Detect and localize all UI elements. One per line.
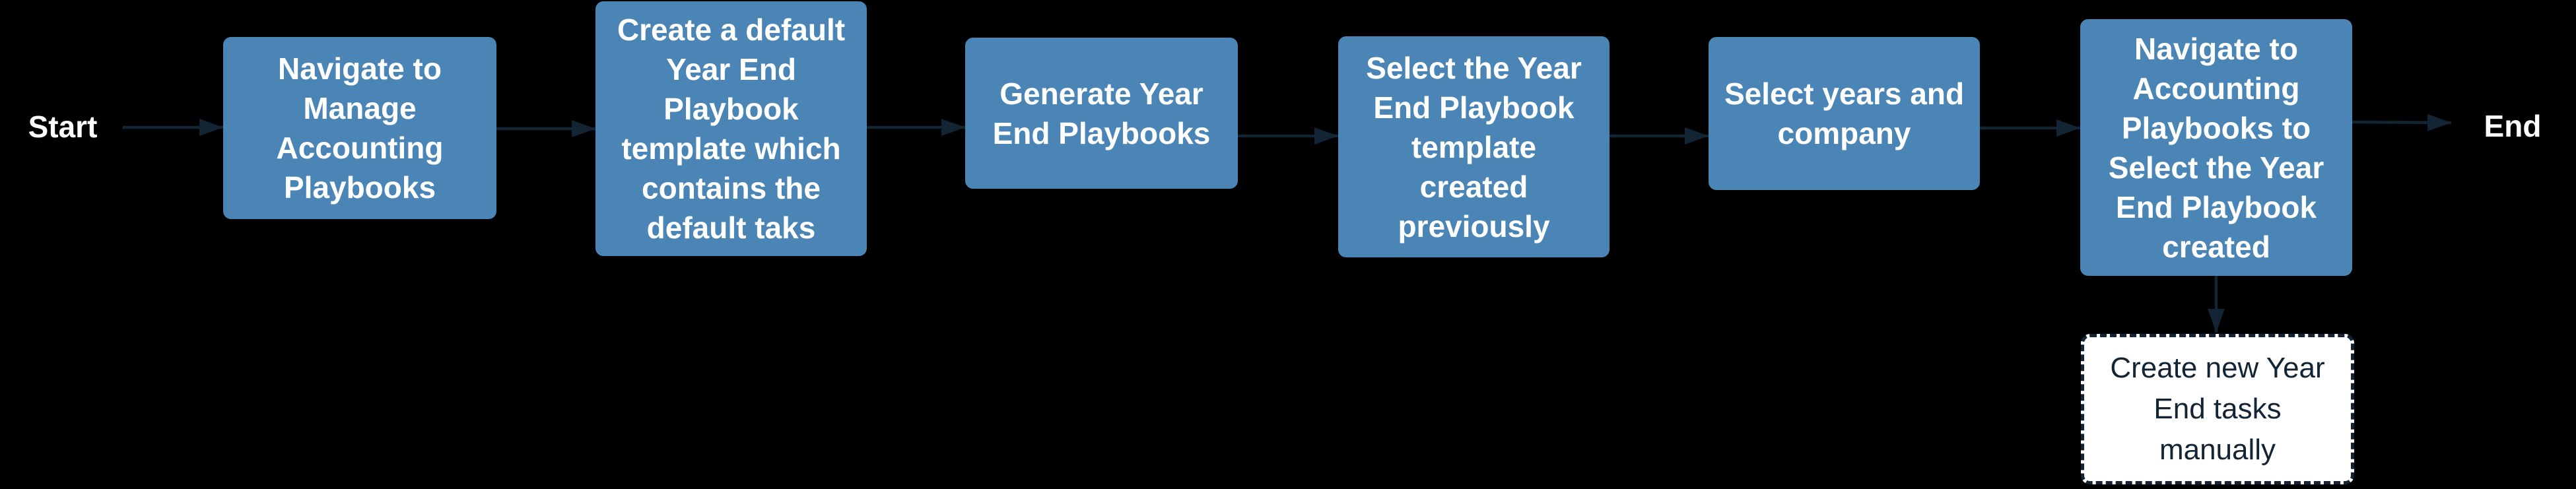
node-label: Select years and company xyxy=(1724,77,1965,150)
node-create-default-template: Create a default Year End Playbook templ… xyxy=(595,1,867,256)
end-label: End xyxy=(2484,109,2542,143)
node-label: Navigate to Manage Accounting Playbooks xyxy=(276,51,444,205)
edge-step6-to-end xyxy=(2352,114,2452,131)
node-navigate-manage-accounting-playbooks: Navigate to Manage Accounting Playbooks xyxy=(223,37,496,219)
node-generate-year-end-playbooks: Generate Year End Playbooks xyxy=(965,38,1238,189)
node-label: Generate Year End Playbooks xyxy=(992,76,1211,150)
node-label: Create new Year End tasks manually xyxy=(2110,352,2325,466)
node-label: Create a default Year End Playbook templ… xyxy=(617,13,846,245)
node-navigate-select-playbook-created: Navigate to Accounting Playbooks to Sele… xyxy=(2080,19,2352,276)
node-create-new-year-end-tasks-manually: Create new Year End tasks manually xyxy=(2081,334,2354,484)
node-select-template-created-previously: Select the Year End Playbook template cr… xyxy=(1338,36,1610,257)
node-label: Navigate to Accounting Playbooks to Sele… xyxy=(2108,31,2324,264)
node-label: Select the Year End Playbook template cr… xyxy=(1366,50,1582,244)
start-label: Start xyxy=(28,110,98,144)
node-select-years-and-company: Select years and company xyxy=(1709,37,1980,190)
